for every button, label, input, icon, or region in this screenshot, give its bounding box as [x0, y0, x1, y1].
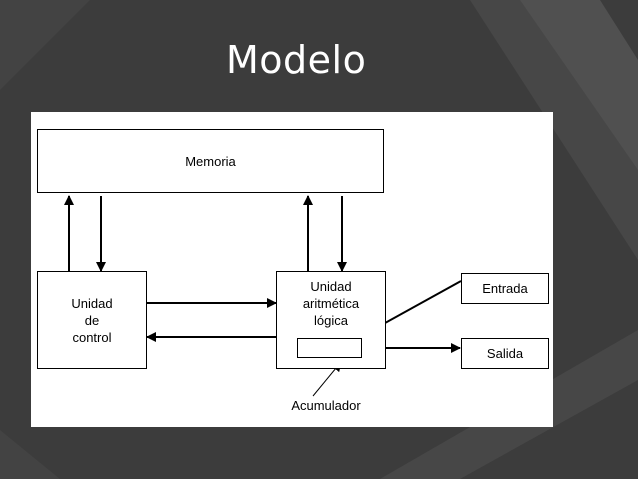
accumulator-register — [297, 338, 362, 358]
control-unit-box: Unidad de control — [37, 271, 147, 369]
input-box: Entrada — [461, 273, 549, 304]
alu-line2: aritmética — [302, 296, 360, 311]
input-label: Entrada — [482, 281, 528, 296]
alu-line1: Unidad — [310, 279, 352, 294]
alu-line3: lógica — [314, 313, 348, 328]
slide-title: Modelo — [226, 38, 367, 82]
accumulator-label: Acumulador — [291, 398, 361, 413]
control-unit-line3: control — [72, 329, 112, 345]
memory-box: Memoria — [37, 129, 384, 193]
alu-label: Unidad aritmética lógica — [276, 278, 386, 329]
output-label: Salida — [486, 346, 524, 361]
control-unit-line2: de — [84, 312, 100, 328]
computer-model-diagram: Memoria Unidad de control Unidad aritmét… — [31, 112, 553, 427]
control-unit-line1: Unidad — [71, 295, 113, 311]
memory-label: Memoria — [185, 153, 236, 169]
output-box: Salida — [461, 338, 549, 369]
